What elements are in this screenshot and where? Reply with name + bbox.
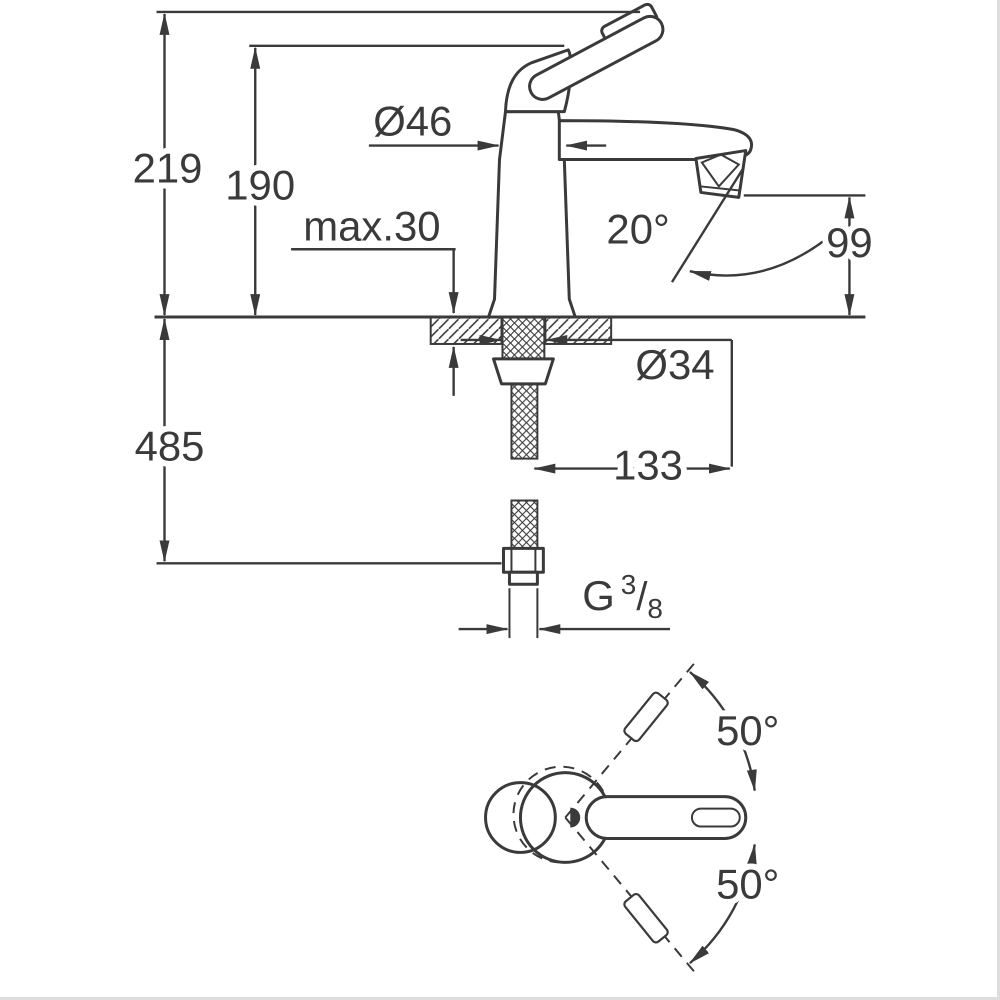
shank-thread [501,316,546,360]
thread-g: G [582,572,615,619]
lever-handle [528,2,665,101]
label-hose-projection: 133 [613,442,683,489]
label-outlet-height: 99 [826,219,873,266]
angle-leg-line [670,166,745,283]
label-total-height: 219 [133,144,203,191]
label-body-diameter: Ø46 [373,98,452,145]
angle-arc [688,232,835,281]
body-circle [484,781,557,854]
dim-body-diameter: Ø46 [367,92,607,151]
swing-arc-upper [689,671,757,792]
handle-top-view [584,795,748,840]
connector-tail [507,570,539,586]
hose-connector-nut [501,546,545,574]
ghost-rect [623,691,669,743]
label-spout-angle: 20° [606,205,669,252]
side-view: 219 190 Ø46 max.30 20° [127,2,879,639]
lever-arm [528,14,665,101]
handle-ghost-lower [623,892,669,944]
label-upper-height: 190 [225,161,295,208]
thread-denominator: 8 [647,593,663,624]
swing-arc-lower [689,843,757,965]
label-below-deck: 485 [135,423,205,470]
nozzle-facet [700,153,741,189]
dim-upper-height: 190 [219,44,565,317]
dim-max-deck-thickness: max.30 [291,196,459,396]
supply-hose-upper [510,382,539,460]
dim-hose-projection: 133 [533,436,731,495]
label-max-deck: max.30 [303,202,440,249]
label-hole-diameter: Ø34 [635,341,714,388]
ghost-rect [623,892,669,944]
handle-inner-detail [690,807,741,828]
label-swing-upper: 50° [716,707,779,754]
cartridge-dot [570,807,581,828]
label-swing-lower: 50° [716,860,779,907]
mounting-nut [492,357,555,386]
supply-hose-lower [510,499,539,552]
handle-ghost-upper [623,691,669,743]
dim-spout-angle: 20° [600,166,835,283]
dim-hole-diameter: Ø34 [460,335,733,467]
dim-total-height: 219 [127,10,641,317]
dim-outlet-height: 99 [743,194,879,317]
thread-numerator: 3 [621,569,637,600]
top-view: 50° 50° [484,658,785,977]
aerator-line [700,185,739,192]
dim-below-deck: 485 [129,318,502,565]
